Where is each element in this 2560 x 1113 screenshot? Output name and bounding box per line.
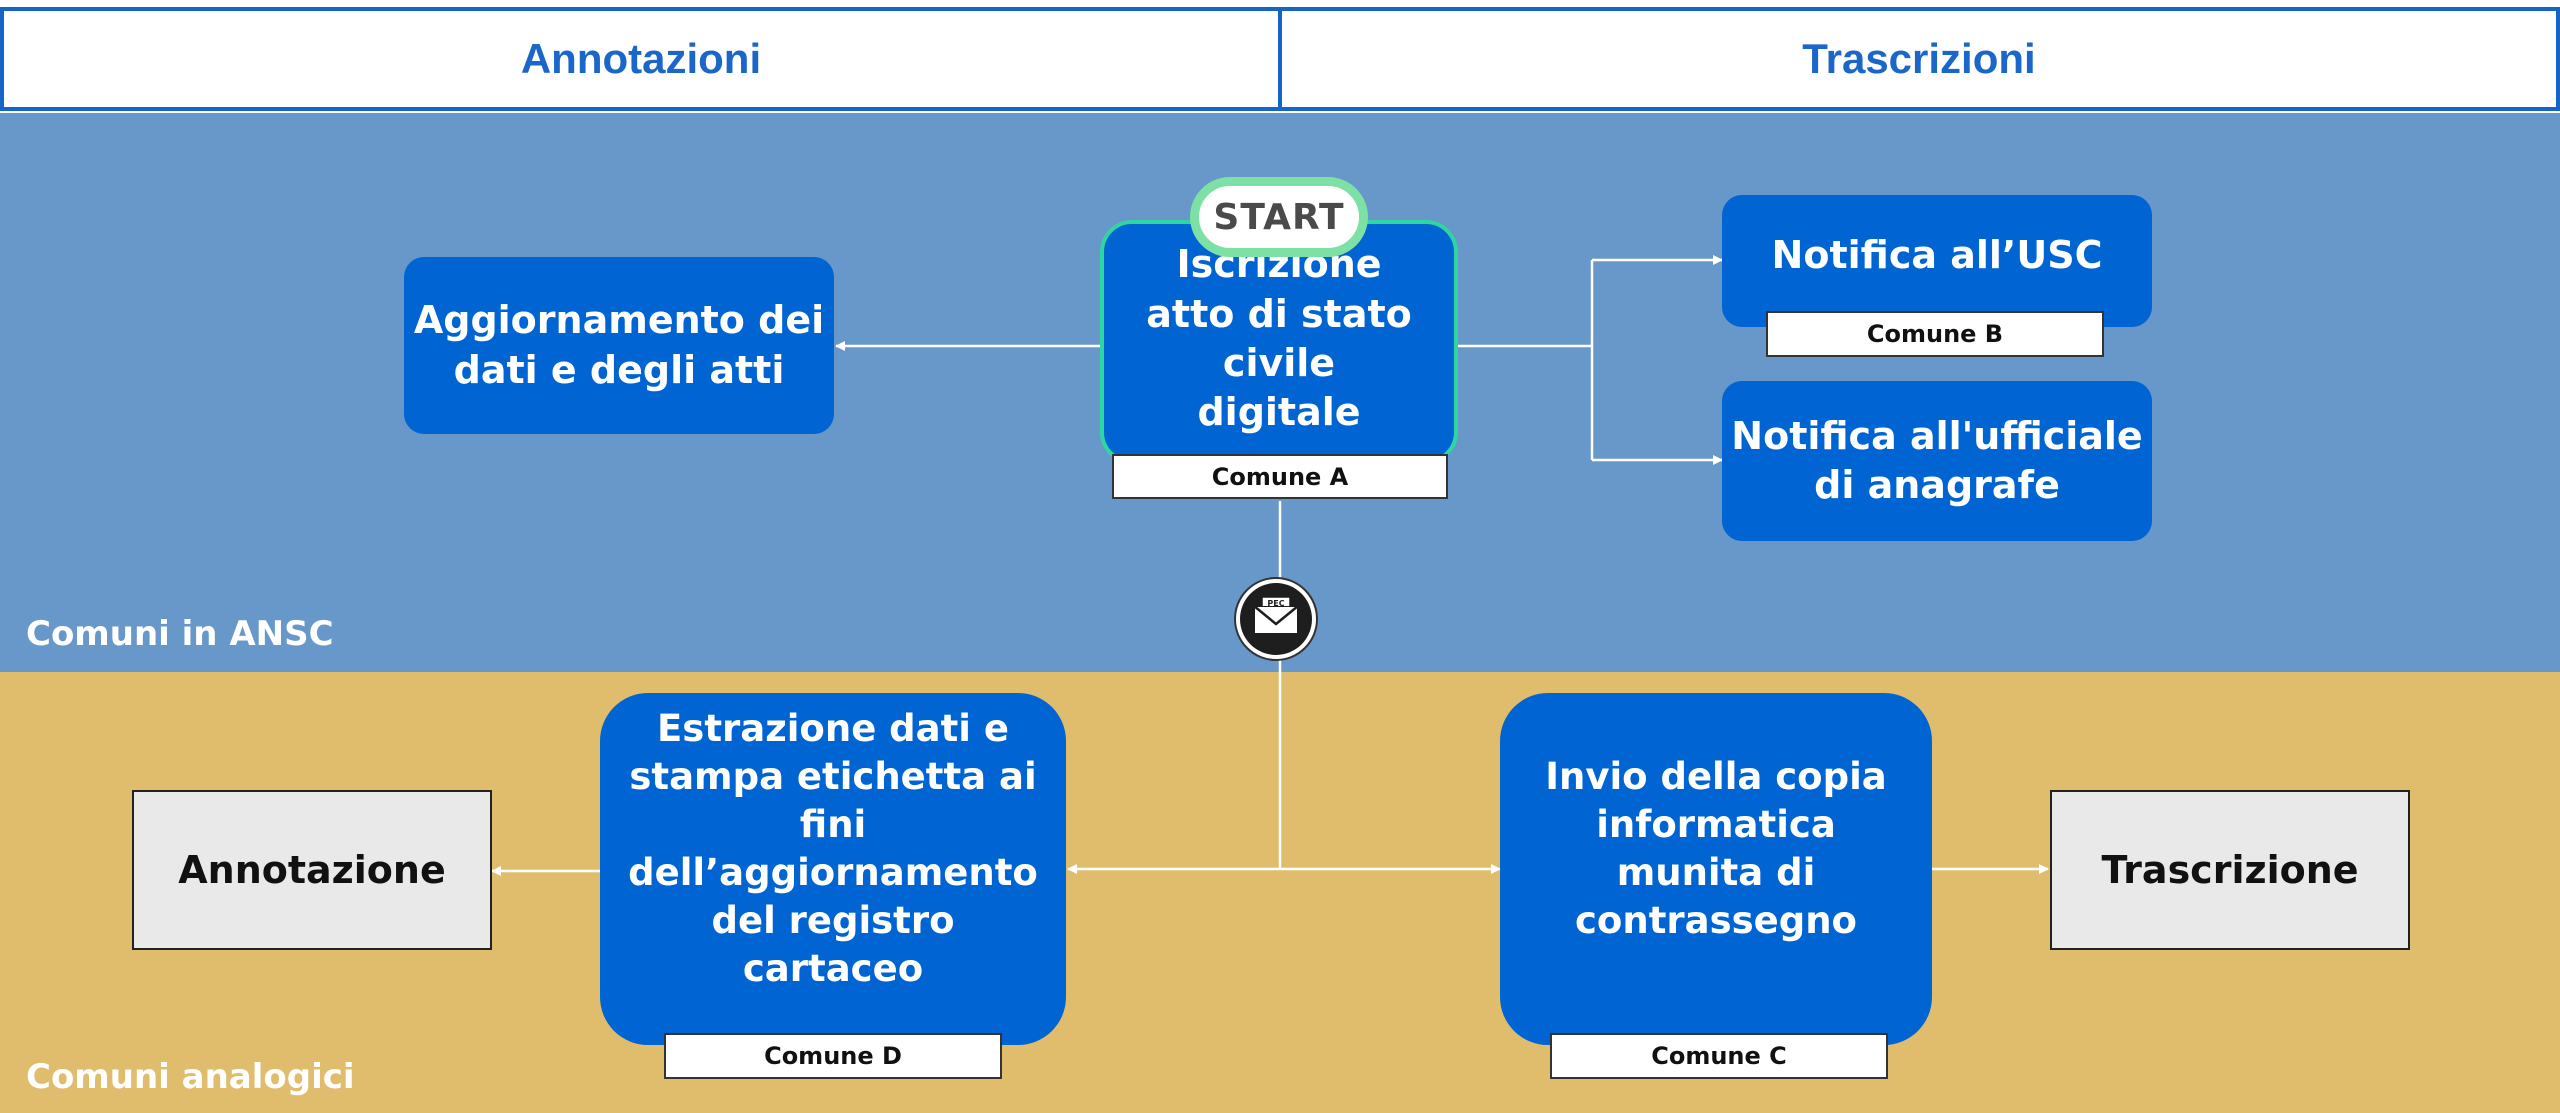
node-notifica-anagrafe: Notifica all'ufficiale di anagrafe: [1722, 381, 2152, 541]
node-estrazione-dati: Estrazione dati e stampa etichetta ai fi…: [600, 693, 1066, 1045]
pec-mail-icon: [1234, 577, 1318, 661]
band-label-comuni-analogici: Comuni analogici: [26, 1057, 355, 1097]
node-notifica-usc: Notifica all’USC: [1722, 195, 2152, 327]
band-label-comuni-ansc: Comuni in ANSC: [26, 614, 334, 654]
node-aggiornamento-dati: Aggiornamento dei dati e degli atti: [404, 257, 834, 434]
tag-comune-c: Comune C: [1550, 1033, 1888, 1079]
header-trascrizioni: Trascrizioni: [1278, 7, 2560, 111]
tag-comune-a: Comune A: [1112, 454, 1448, 499]
tag-comune-d: Comune D: [664, 1033, 1002, 1079]
start-badge: START: [1190, 177, 1368, 257]
box-annotazione: Annotazione: [132, 790, 492, 950]
box-trascrizione: Trascrizione: [2050, 790, 2410, 950]
node-invio-copia: Invio della copia informatica munita di …: [1500, 693, 1932, 1045]
pec-icon-label: PEC: [1267, 599, 1284, 608]
tag-comune-b: Comune B: [1766, 311, 2104, 357]
header-annotazioni: Annotazioni: [0, 7, 1282, 111]
